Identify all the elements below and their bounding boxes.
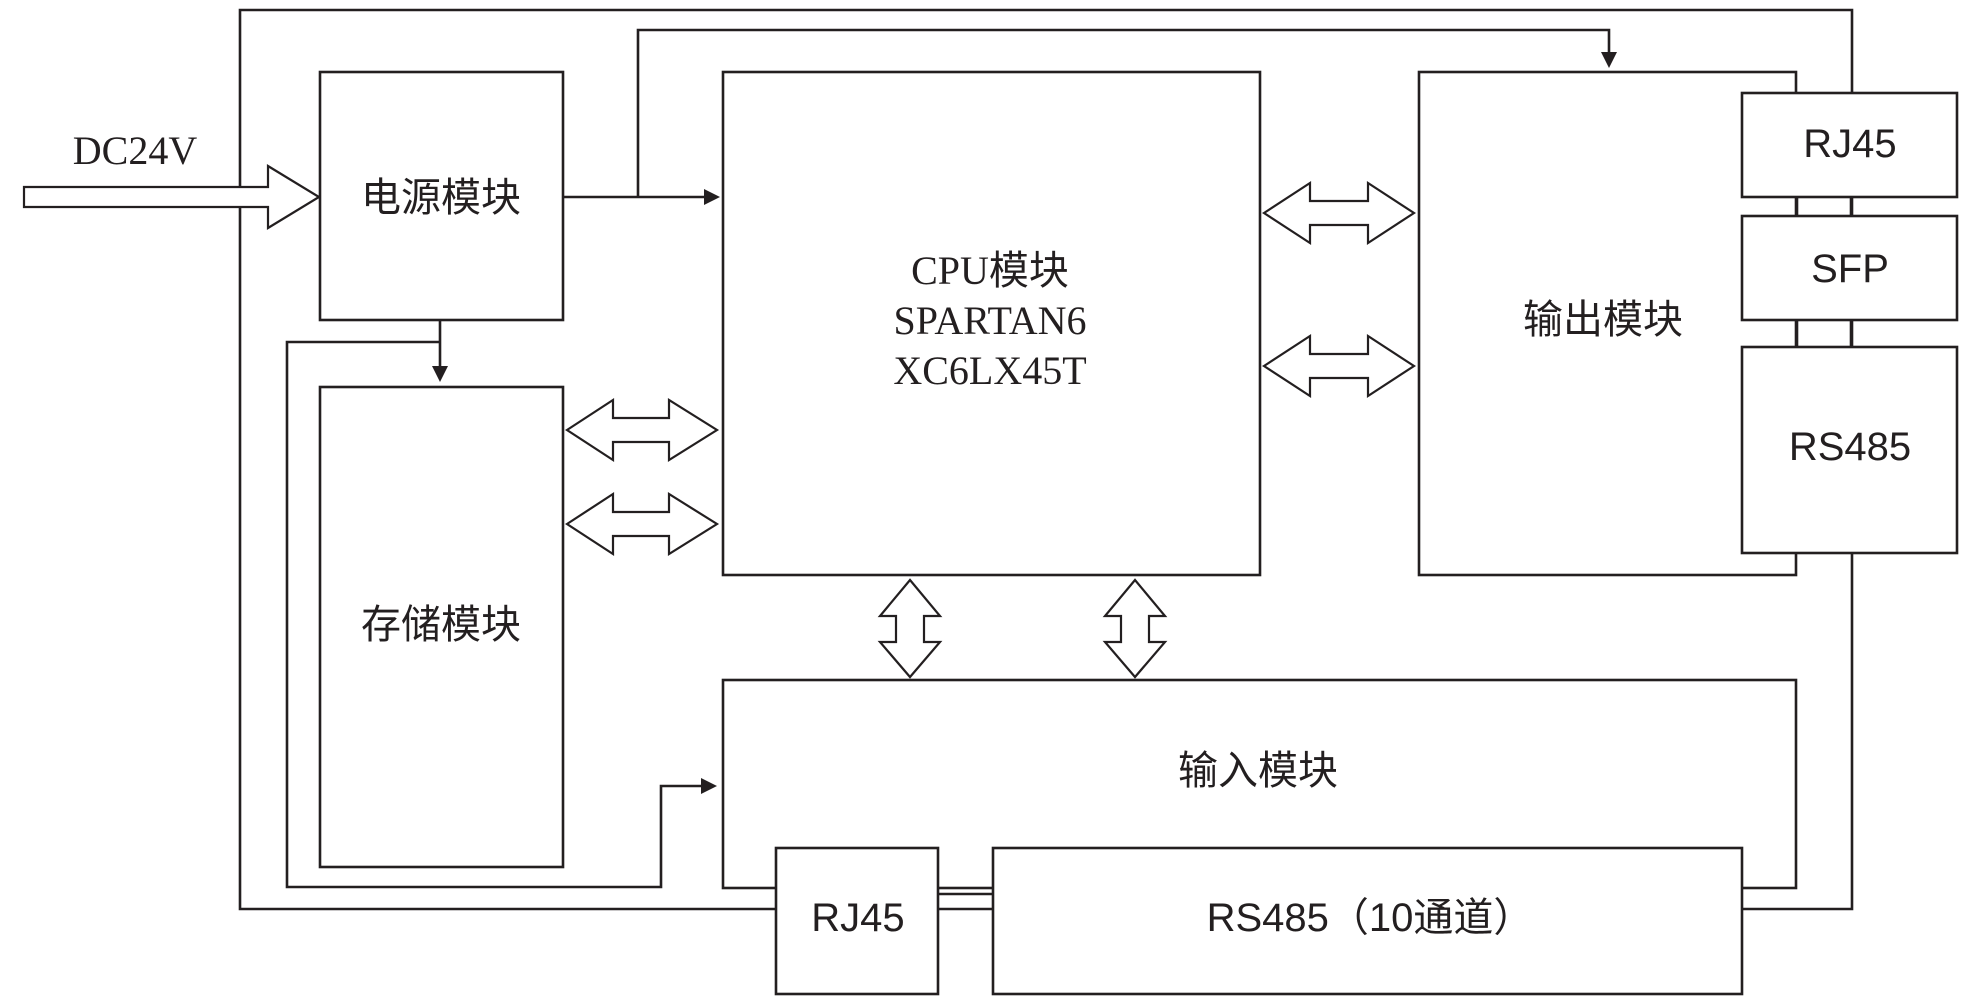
input-rs485-label: RS485（10通道）	[1207, 896, 1534, 940]
bidirectional-arrow-icon	[877, 578, 943, 679]
output-sfp-port-box	[1740, 214, 1959, 322]
bidirectional-arrow-icon	[1261, 333, 1417, 399]
cpu-module-box	[721, 70, 1262, 577]
storage-module-label: 存储模块	[361, 603, 521, 647]
arrowhead-icon	[432, 366, 448, 382]
dc-input-arrow-icon	[22, 164, 322, 230]
cpu-chip-family-label: SPARTAN6	[894, 298, 1087, 343]
bidirectional-arrow-icon	[564, 397, 720, 463]
power-module-label: 电源模块	[361, 176, 521, 220]
output-module-label: 输出模块	[1523, 298, 1683, 342]
bidirectional-arrow-icon	[1102, 578, 1168, 679]
output-rs485-label: RS485	[1789, 425, 1911, 469]
input-rj45-label: RJ45	[811, 896, 904, 940]
bidirectional-arrow-icon	[564, 491, 720, 557]
output-sfp-label: SFP	[1811, 247, 1889, 291]
input-rs485-port-box	[991, 846, 1744, 996]
outer-enclosure-line	[238, 8, 1854, 911]
output-module-box	[1417, 70, 1798, 577]
power-module-box	[318, 70, 565, 322]
bidirectional-arrow-icon	[1261, 180, 1417, 246]
output-rj45-port-box	[1740, 91, 1959, 199]
arrowhead-icon	[701, 778, 717, 794]
output-rs485-port-box	[1740, 345, 1959, 555]
power-to-output-line	[636, 28, 1611, 197]
power-to-input-line	[285, 340, 701, 889]
cpu-chip-model-label: XC6LX45T	[893, 348, 1086, 393]
storage-module-box	[318, 385, 565, 869]
cpu-module-label: CPU模块	[911, 248, 1069, 293]
arrowhead-icon	[704, 189, 720, 205]
input-rj45-port-box	[774, 846, 940, 996]
output-rj45-label: RJ45	[1803, 122, 1896, 166]
dc24v-label: DC24V	[73, 128, 198, 173]
input-module-label: 输入模块	[1178, 749, 1338, 793]
arrowhead-icon	[1601, 52, 1617, 68]
